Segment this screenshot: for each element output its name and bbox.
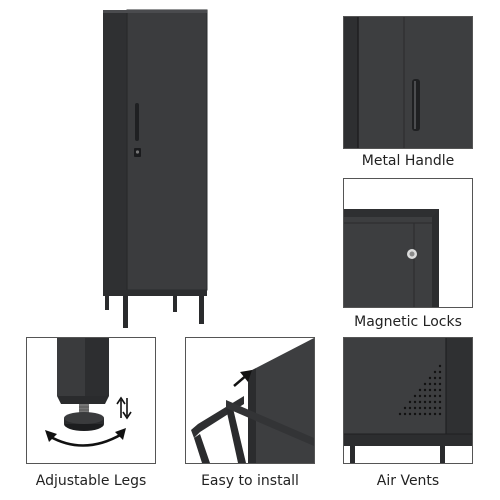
- vent-hole: [433, 388, 437, 392]
- vent-hole: [423, 400, 427, 404]
- vent-hole: [418, 394, 422, 398]
- vent-hole: [408, 406, 412, 410]
- vent-hole: [433, 400, 437, 404]
- magnetic-lock-closeup: [344, 179, 472, 307]
- easy-install-panel: [185, 337, 315, 464]
- vent-hole: [433, 382, 437, 386]
- vent-hole: [418, 388, 422, 392]
- magnetic-locks-panel: [343, 178, 473, 308]
- caption-air-vents: Air Vents: [376, 473, 440, 489]
- vent-hole: [438, 400, 442, 404]
- door-handle-closeup: [344, 17, 472, 148]
- caption-metal-handle: Metal Handle: [361, 153, 455, 169]
- caption-easy-install: Easy to install: [201, 473, 299, 489]
- locker-cabinet-image: [103, 9, 208, 328]
- vent-hole: [428, 412, 432, 416]
- vent-hole: [428, 406, 432, 410]
- vent-hole: [438, 364, 442, 368]
- adjustable-legs-panel: [26, 337, 156, 464]
- air-vents-panel: [343, 337, 473, 464]
- vent-hole: [428, 394, 432, 398]
- vent-hole: [433, 412, 437, 416]
- vent-hole: [423, 394, 427, 398]
- vent-hole: [438, 370, 442, 374]
- install-arrow-icon: [233, 370, 252, 387]
- vent-hole: [433, 394, 437, 398]
- vent-hole: [433, 376, 437, 380]
- vent-hole: [438, 382, 442, 386]
- locker-handle: [135, 103, 139, 141]
- caption-adjustable-legs: Adjustable Legs: [35, 473, 147, 489]
- vent-hole: [428, 400, 432, 404]
- vent-hole: [408, 412, 412, 416]
- locker-leg-front-left: [123, 296, 128, 328]
- vent-hole: [413, 412, 417, 416]
- vent-hole: [428, 376, 432, 380]
- vent-hole: [423, 406, 427, 410]
- locker-leg-back-left: [105, 296, 109, 310]
- vent-hole: [438, 412, 442, 416]
- adjustable-leg-closeup: [27, 338, 155, 463]
- caption-magnetic-locks: Magnetic Locks: [354, 314, 462, 330]
- locker-side-panel: [103, 10, 127, 294]
- vent-hole: [428, 382, 432, 386]
- rotation-arrow-icon: [48, 432, 123, 447]
- vent-hole: [438, 394, 442, 398]
- vent-hole: [428, 388, 432, 392]
- vent-hole: [438, 406, 442, 410]
- assembly-closeup: [186, 338, 314, 463]
- vent-hole: [418, 412, 422, 416]
- vent-hole: [413, 394, 417, 398]
- vent-hole: [423, 382, 427, 386]
- air-vent-closeup: [344, 338, 472, 463]
- vent-hole: [403, 412, 407, 416]
- metal-handle-panel: [343, 16, 473, 149]
- vent-hole: [408, 400, 412, 404]
- vent-hole: [413, 400, 417, 404]
- locker-leg-front-right: [199, 296, 204, 324]
- vent-hole: [403, 406, 407, 410]
- up-down-arrows-icon: [116, 396, 132, 420]
- vent-hole: [418, 400, 422, 404]
- vent-hole: [438, 376, 442, 380]
- vent-hole: [433, 370, 437, 374]
- vent-hole: [438, 388, 442, 392]
- vent-hole: [423, 388, 427, 392]
- vent-holes: [398, 364, 442, 416]
- main-locker-image: [95, 8, 220, 333]
- vent-hole: [413, 406, 417, 410]
- vent-hole: [398, 412, 402, 416]
- vent-hole: [423, 412, 427, 416]
- vent-hole: [433, 406, 437, 410]
- locker-leg-back-right: [173, 296, 177, 312]
- vent-hole: [418, 406, 422, 410]
